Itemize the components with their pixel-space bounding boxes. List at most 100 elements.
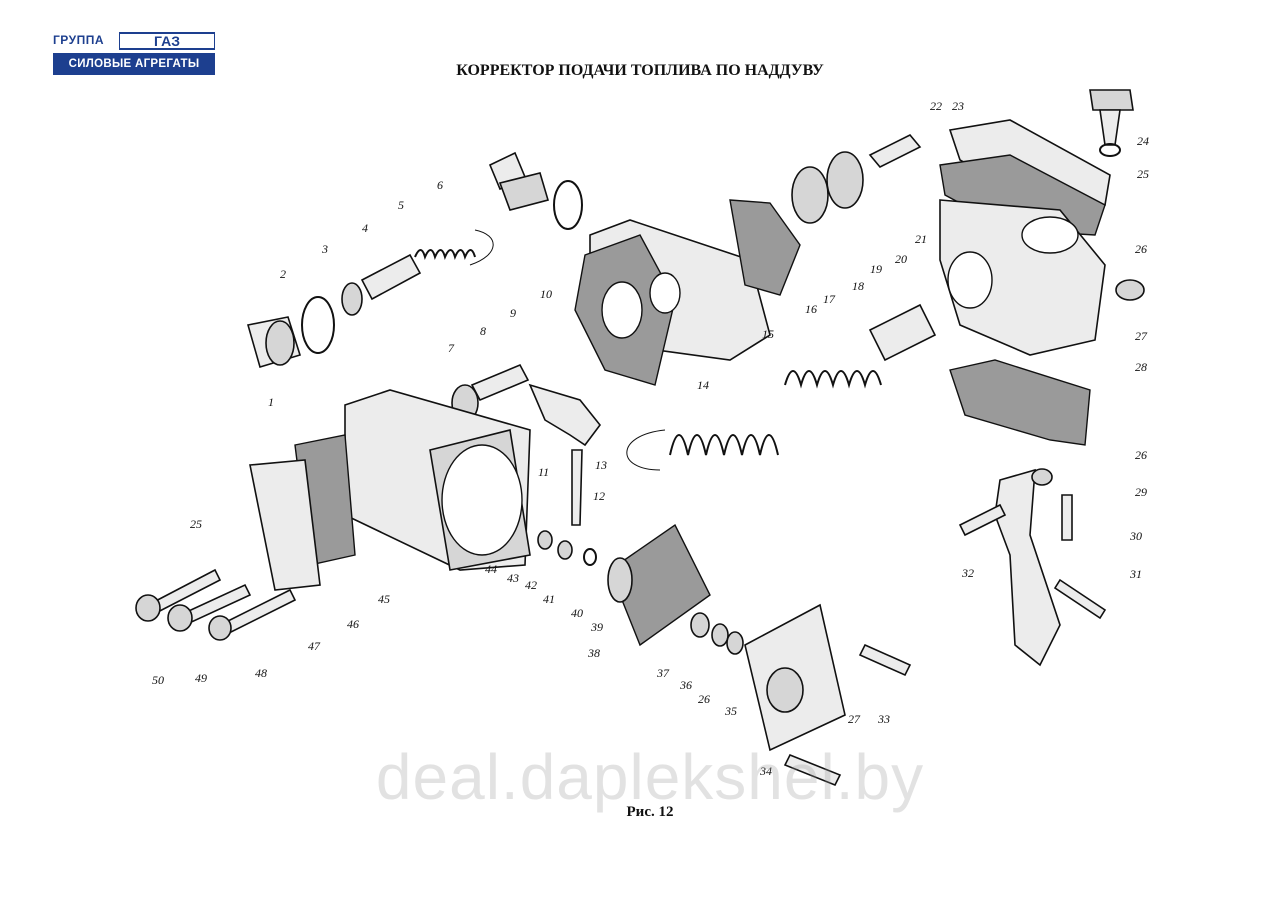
- part-cover: [744, 603, 846, 752]
- part-gasket-28: [949, 359, 1091, 446]
- label-25: 25: [1137, 167, 1149, 181]
- part-small-washers: [537, 530, 597, 566]
- gaz-brand-mark: ГАЗ: [119, 32, 215, 50]
- part-upper-housing: [574, 219, 771, 386]
- part-lower-housing: [939, 199, 1106, 356]
- label-14: 14: [697, 378, 709, 392]
- page-title: КОРРЕКТОР ПОДАЧИ ТОПЛИВА ПО НАДДУВУ: [456, 62, 824, 79]
- label-29: 29: [1135, 485, 1147, 499]
- part-pin-31: [1053, 578, 1107, 620]
- part-washer: [553, 180, 583, 230]
- part-rod-12: [571, 449, 583, 526]
- part-lever-30: [994, 468, 1061, 667]
- figure-caption: Рис. 12: [626, 804, 674, 820]
- label-31: 31: [1129, 567, 1142, 581]
- part-spring-16: [784, 370, 882, 389]
- part-small-spring: [414, 249, 476, 260]
- label-3: 3: [321, 242, 328, 256]
- label-25b: 25: [190, 517, 202, 531]
- part-nut-26: [1115, 279, 1145, 301]
- label-26: 26: [1135, 242, 1147, 256]
- label-28: 28: [1135, 360, 1147, 374]
- label-1: 1: [268, 395, 274, 409]
- label-40: 40: [571, 606, 583, 620]
- watermark: deal.daplekshel.by: [375, 741, 925, 813]
- label-9: 9: [510, 306, 516, 320]
- label-33: 33: [877, 712, 890, 726]
- part-plug: [488, 151, 550, 211]
- label-36: 36: [679, 678, 692, 692]
- part-nut-26-lower: [1031, 468, 1053, 486]
- label-13: 13: [595, 458, 607, 472]
- label-22: 22: [930, 99, 942, 113]
- arrow-curve-2: [626, 429, 666, 471]
- label-30: 30: [1129, 529, 1142, 543]
- part-ring: [301, 296, 335, 354]
- label-2: 2: [280, 267, 286, 281]
- label-37: 37: [656, 666, 670, 680]
- part-gasket-17: [729, 199, 801, 296]
- part-labels: 1 2 3 4 5 6 7 8 9 10 11 12 13 14 15 16 1…: [152, 99, 1149, 778]
- part-washer-25: [1099, 143, 1121, 157]
- label-15: 15: [762, 327, 774, 341]
- part-bolts: [135, 568, 297, 641]
- exploded-parts-diagram: 1 2 3 4 5 6 7 8 9 10 11 12 13 14 15 16 1…: [135, 89, 1149, 787]
- label-27b: 27: [848, 712, 861, 726]
- label-34: 34: [759, 764, 772, 778]
- part-cap: [246, 316, 302, 368]
- label-41: 41: [543, 592, 555, 606]
- part-pin-29: [1061, 494, 1073, 541]
- label-7: 7: [448, 341, 455, 355]
- label-17: 17: [823, 292, 836, 306]
- part-adjust-screw: [360, 253, 422, 301]
- label-23: 23: [952, 99, 964, 113]
- part-bolt-24: [1089, 89, 1134, 146]
- label-10: 10: [540, 287, 552, 301]
- part-plate-46: [249, 459, 321, 591]
- part-spring-14: [669, 434, 779, 456]
- label-38: 38: [587, 646, 600, 660]
- logo-group-text: ГРУППА: [53, 33, 105, 47]
- part-screw-33: [858, 643, 912, 677]
- label-5: 5: [398, 198, 404, 212]
- label-45: 45: [378, 592, 390, 606]
- label-26c: 26: [698, 692, 710, 706]
- arrow-curve: [469, 229, 494, 266]
- label-26b: 26: [1135, 448, 1147, 462]
- part-screw-34: [783, 753, 842, 787]
- part-sleeve-18: [868, 303, 937, 362]
- label-35: 35: [724, 704, 737, 718]
- label-39: 39: [590, 620, 603, 634]
- label-21: 21: [915, 232, 927, 246]
- part-washers-35-37: [690, 612, 744, 655]
- svg-text:ГАЗ: ГАЗ: [154, 33, 180, 49]
- label-4: 4: [362, 221, 368, 235]
- part-nut: [341, 282, 363, 316]
- label-18: 18: [852, 279, 864, 293]
- label-46: 46: [347, 617, 359, 631]
- label-42: 42: [525, 578, 537, 592]
- part-diaphragm-38: [607, 523, 711, 647]
- gaz-logo: ГРУППА ГАЗ СИЛОВЫЕ АГРЕГАТЫ: [53, 31, 215, 75]
- label-48: 48: [255, 666, 267, 680]
- label-32: 32: [961, 566, 974, 580]
- label-12: 12: [593, 489, 605, 503]
- label-11: 11: [538, 465, 549, 479]
- part-main-housing: [344, 389, 531, 571]
- part-diaphragm-19: [791, 134, 922, 224]
- label-49: 49: [195, 671, 207, 685]
- label-27: 27: [1135, 329, 1148, 343]
- label-16: 16: [805, 302, 817, 316]
- label-8: 8: [480, 324, 486, 338]
- part-bolt-32: [958, 503, 1007, 537]
- label-6: 6: [437, 178, 443, 192]
- logo-subtitle: СИЛОВЫЕ АГРЕГАТЫ: [53, 53, 215, 75]
- label-43: 43: [507, 571, 519, 585]
- part-lever-13: [528, 383, 602, 447]
- label-44: 44: [485, 562, 497, 576]
- label-24: 24: [1137, 134, 1149, 148]
- label-47: 47: [308, 639, 321, 653]
- label-50: 50: [152, 673, 164, 687]
- label-20: 20: [895, 252, 907, 266]
- label-19: 19: [870, 262, 882, 276]
